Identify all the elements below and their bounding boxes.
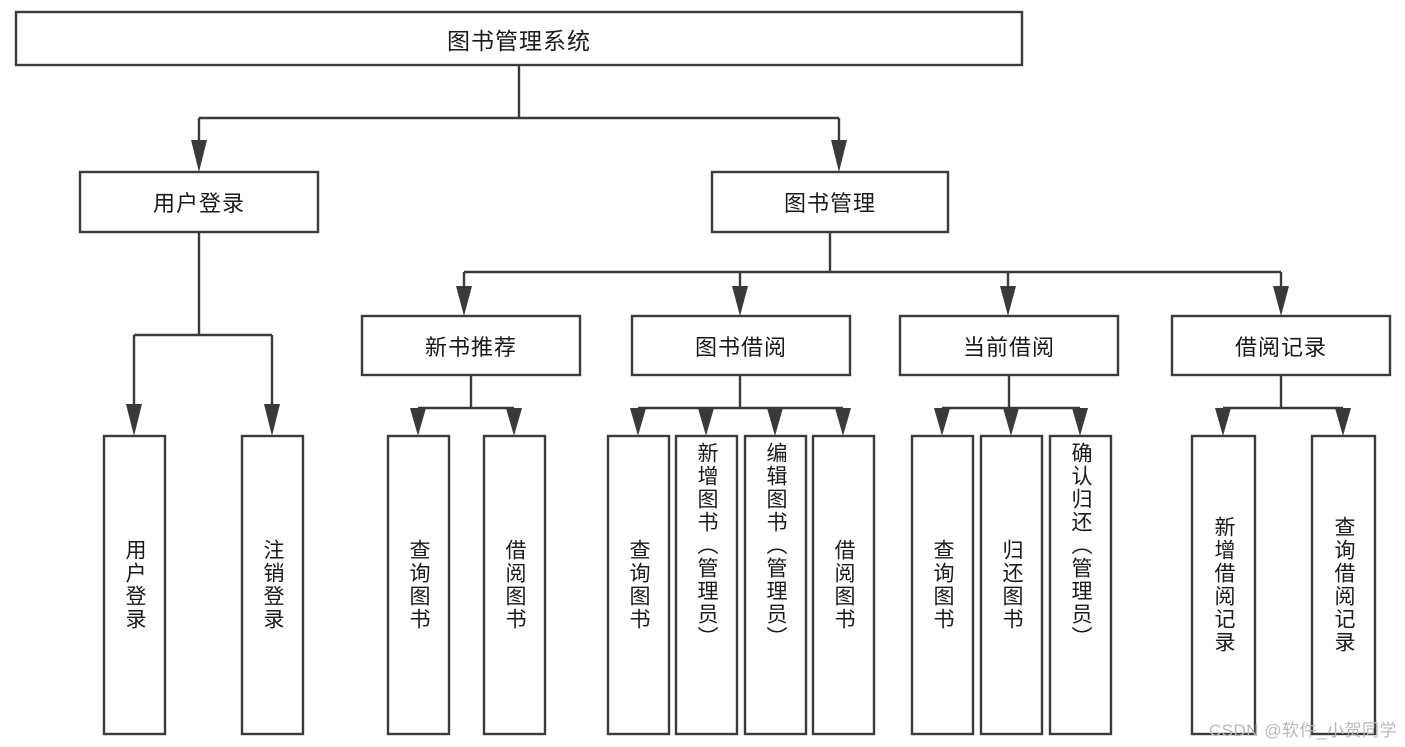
connector-current-borrow-to-leaves: [934, 375, 1088, 436]
connector-root-to-level2: [191, 65, 847, 172]
node-box-leaf-user-login[interactable]: [102, 434, 167, 736]
node-box-leaf-cur-return[interactable]: [979, 434, 1044, 736]
node-box-leaf-borrow-edit[interactable]: [743, 434, 808, 736]
node-box-leaf-borrow-add[interactable]: [674, 434, 739, 736]
node-box-leaf-user-logout[interactable]: [240, 434, 305, 736]
node-box-leaf-cur-query[interactable]: [910, 434, 975, 736]
node-box-user-login[interactable]: [78, 170, 320, 234]
node-box-leaf-cur-confirm[interactable]: [1048, 434, 1113, 736]
connector-borrow-record-to-leaves: [1215, 375, 1351, 436]
node-box-leaf-rec-add[interactable]: [1190, 434, 1257, 736]
node-box-leaf-borrow-query[interactable]: [606, 434, 671, 736]
node-box-leaf-rec-borrow[interactable]: [482, 434, 547, 736]
node-box-root[interactable]: [14, 10, 1024, 67]
node-box-book-manage[interactable]: [710, 170, 950, 234]
connector-user-login-to-leaves: [126, 232, 280, 436]
node-box-leaf-rec-search[interactable]: [1310, 434, 1377, 736]
node-box-current-borrow[interactable]: [898, 314, 1120, 377]
connector-book-manage-to-level3: [456, 232, 1289, 316]
node-box-borrow-record[interactable]: [1170, 314, 1392, 377]
node-box-leaf-rec-query[interactable]: [386, 434, 451, 736]
node-box-new-book-rec[interactable]: [360, 314, 582, 377]
node-box-book-borrow[interactable]: [630, 314, 852, 377]
connector-new-book-rec-to-leaves: [410, 375, 522, 436]
node-box-leaf-borrow-lend[interactable]: [811, 434, 876, 736]
connector-book-borrow-to-leaves: [630, 375, 851, 436]
